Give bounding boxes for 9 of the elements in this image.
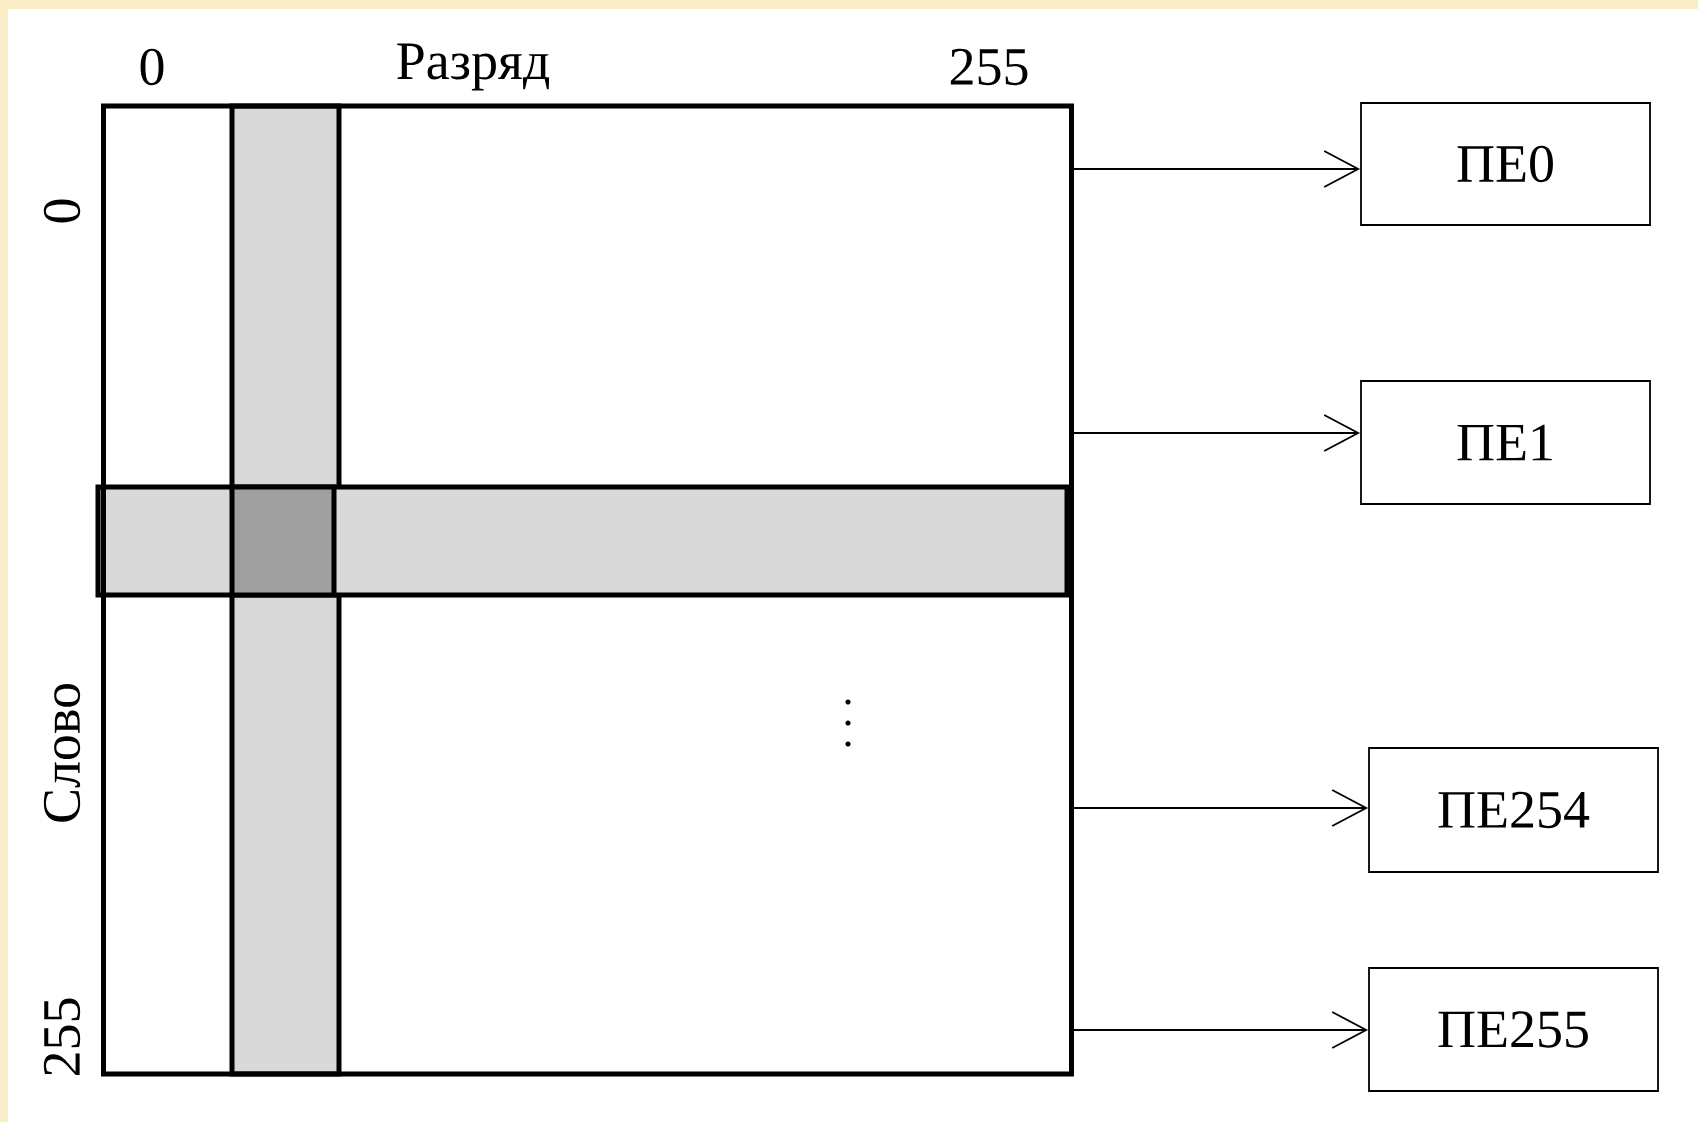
processor-box: ПЕ1 — [1360, 380, 1651, 505]
arrow — [1073, 1011, 1369, 1049]
processor-box: ПЕ255 — [1368, 967, 1659, 1092]
arrow — [1073, 150, 1361, 188]
arrow — [1073, 414, 1361, 452]
processor-box: ПЕ0 — [1360, 102, 1651, 226]
processor-box: ПЕ254 — [1368, 747, 1659, 873]
memory-matrix — [101, 103, 1074, 1077]
arrow — [1073, 789, 1369, 827]
